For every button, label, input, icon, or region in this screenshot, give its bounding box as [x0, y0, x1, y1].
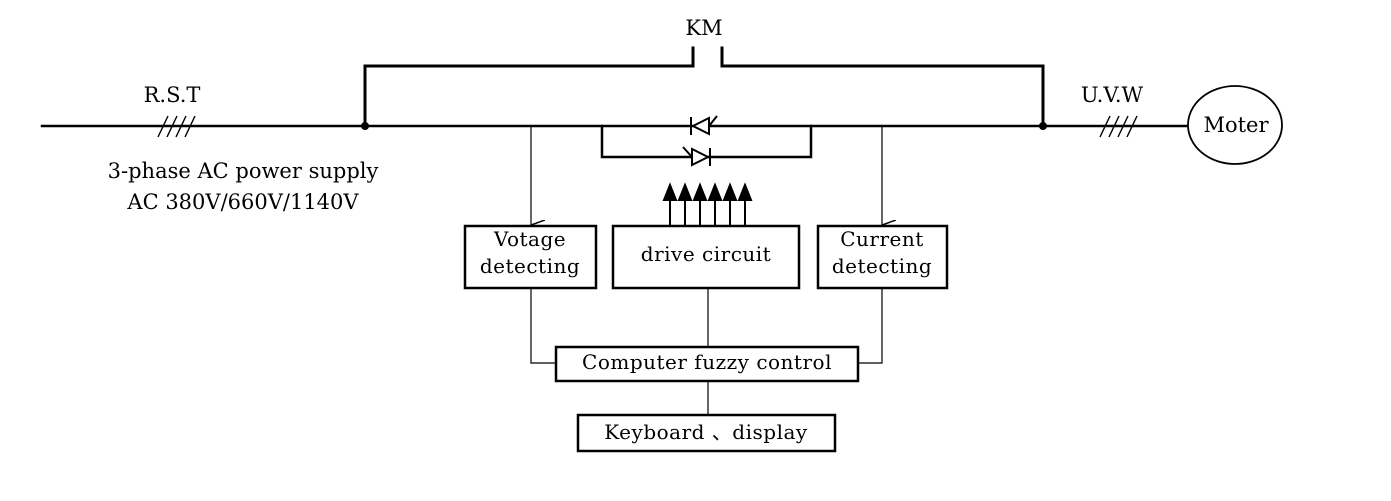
current-detecting-line1: Current	[840, 227, 924, 251]
source-phase-label: R.S.T	[144, 83, 201, 107]
gate-drive-arrows	[662, 182, 753, 226]
power-supply-label-line2: AC 380V/660V/1140V	[126, 190, 359, 214]
drive-circuit-label: drive circuit	[641, 242, 771, 266]
km-label: KM	[685, 16, 722, 40]
km-bypass-right	[720, 46, 1045, 128]
output-phase-marks	[1099, 115, 1138, 138]
keyboard-display-label: Keyboard 、display	[604, 420, 808, 444]
output-phase-label: U.V.W	[1081, 83, 1144, 107]
motor-label: Moter	[1203, 113, 1269, 137]
fuzzy-control-label: Computer fuzzy control	[582, 350, 832, 374]
voltage-to-control-wire	[530, 287, 557, 364]
voltage-detecting-line1: Votage	[493, 227, 566, 251]
km-bypass-left	[363, 46, 695, 128]
current-detecting-block: Current detecting	[816, 224, 949, 290]
current-detecting-line2: detecting	[832, 254, 932, 278]
power-supply-label-line1: 3-phase AC power supply	[108, 159, 379, 183]
thyristor-upper-icon	[690, 115, 718, 136]
fuzzy-control-block: Computer fuzzy control	[554, 345, 860, 383]
voltage-detecting-block: Votage detecting	[463, 224, 598, 290]
thyristor-lower-icon	[682, 146, 711, 167]
voltage-detecting-line2: detecting	[480, 254, 580, 278]
motor-symbol: Moter	[1187, 85, 1283, 165]
keyboard-display-block: Keyboard 、display	[576, 413, 837, 453]
drive-circuit-block: drive circuit	[611, 224, 801, 290]
source-phase-marks	[157, 115, 196, 138]
current-to-control-wire	[857, 287, 883, 364]
